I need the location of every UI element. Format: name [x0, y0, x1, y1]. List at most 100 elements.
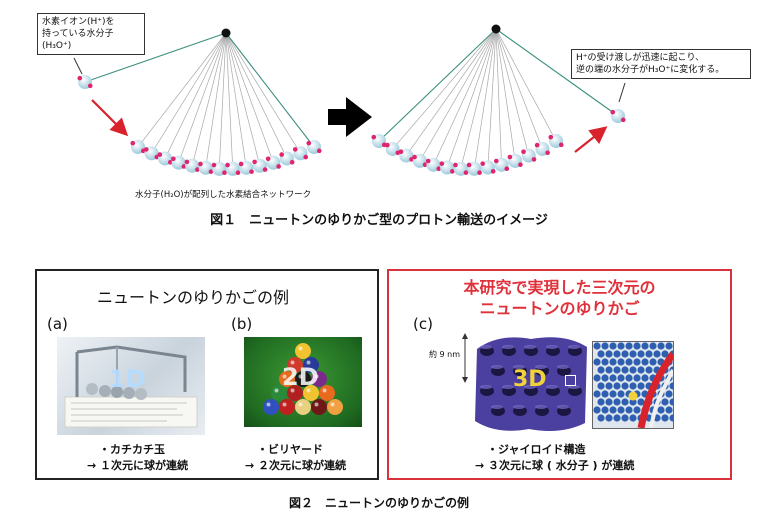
- cradle-string: [225, 32, 234, 169]
- cradle-string: [137, 32, 227, 148]
- water-sphere: [609, 390, 617, 398]
- water-sphere: [609, 406, 617, 414]
- water-sphere: [625, 342, 633, 350]
- gyroid-highlight: [513, 365, 525, 369]
- red-arrow-left: [91, 99, 129, 137]
- cradle-string-raised: [495, 28, 619, 117]
- panel-c-description: ・ジャイロイド構造 → ３次元に球 ( 水分子 ) が連続: [475, 442, 634, 474]
- cradle-string: [495, 28, 557, 142]
- callout-hydronium: 水素イオン(H⁺)を 持っている水分子 (H₃O⁺): [37, 13, 145, 55]
- water-sphere: [633, 406, 641, 414]
- water-sphere: [605, 414, 613, 422]
- cradle-string: [225, 32, 274, 163]
- water-sphere: [601, 390, 609, 398]
- zoom-inset-water-channel: [592, 341, 674, 429]
- panel-study-title-line2: ニュートンのゆりかご: [479, 299, 640, 318]
- water-sphere: [665, 406, 673, 414]
- water-sphere: [617, 374, 625, 382]
- water-molecule: [171, 155, 187, 170]
- water-sphere: [625, 406, 633, 414]
- water-sphere: [669, 398, 673, 406]
- water-sphere: [593, 406, 601, 414]
- water-molecule: [425, 157, 442, 172]
- water-sphere: [597, 398, 605, 406]
- cradle-string: [164, 32, 227, 159]
- water-molecules-illustration: [593, 342, 673, 428]
- water-molecule: [385, 141, 401, 156]
- panel-study-title-line1: 本研究で実現した三次元の: [463, 278, 656, 297]
- water-sphere: [633, 358, 641, 366]
- water-sphere: [669, 414, 673, 422]
- water-sphere: [621, 398, 629, 406]
- water-sphere: [621, 366, 629, 374]
- water-sphere: [641, 358, 649, 366]
- panel-a-line1: ・カチカチ玉: [99, 443, 165, 456]
- water-molecule: [143, 146, 160, 161]
- cradle-string: [151, 32, 227, 154]
- proton-path-ribbon: [637, 351, 673, 428]
- proton-sphere: [628, 391, 638, 401]
- cradle-string: [218, 32, 227, 169]
- water-molecule: [130, 140, 146, 154]
- water-sphere: [665, 342, 673, 350]
- water-sphere: [645, 366, 653, 374]
- water-sphere: [601, 374, 609, 382]
- cradle-string: [225, 32, 247, 168]
- water-molecule: [157, 151, 173, 166]
- cradle-string: [419, 28, 497, 162]
- water-molecule: [507, 153, 523, 168]
- water-sphere: [629, 414, 637, 422]
- billiard-balls-illustration: [263, 343, 343, 415]
- water-sphere: [613, 382, 621, 390]
- photo-billiards: 2D: [244, 337, 362, 427]
- callout-right-pointer: [618, 82, 626, 103]
- billiard-ball: [303, 357, 319, 373]
- water-molecule: [252, 158, 268, 173]
- gyroid-highlight: [568, 385, 580, 389]
- water-sphere: [649, 358, 657, 366]
- water-sphere: [617, 342, 625, 350]
- water-sphere: [601, 406, 609, 414]
- cradle-left-group: [77, 32, 322, 176]
- cradle-string: [446, 28, 497, 168]
- water-sphere: [621, 382, 629, 390]
- cradle-string: [225, 32, 261, 166]
- water-sphere: [641, 342, 649, 350]
- water-sphere: [597, 366, 605, 374]
- figure1-caption: 図１ ニュートンのゆりかご型のプロトン輸送のイメージ: [210, 213, 548, 228]
- panel-b-line1: ・ビリヤード: [257, 443, 323, 456]
- cradle-string: [225, 32, 288, 159]
- panel-b-line2: → ２次元に球が連続: [245, 459, 347, 472]
- gyroid-highlight: [502, 345, 514, 349]
- water-sphere: [605, 382, 613, 390]
- gyroid-highlight: [524, 385, 536, 389]
- water-sphere: [593, 390, 601, 398]
- network-label: 水分子(H₂O)が配列した水素結合ネットワーク: [135, 190, 312, 200]
- water-molecule: [265, 155, 281, 170]
- water-sphere: [593, 358, 601, 366]
- water-molecule: [211, 161, 227, 176]
- billiard-ball: [271, 385, 287, 401]
- water-molecule: [184, 158, 200, 173]
- callout-hydronium-line1: 水素イオン(H⁺)を: [42, 17, 115, 27]
- label-3d: 3D: [513, 367, 547, 392]
- water-molecule: [306, 140, 322, 154]
- water-sphere: [613, 366, 621, 374]
- figure2-caption: 図２ ニュートンのゆりかごの例: [288, 496, 469, 510]
- water-molecule: [279, 151, 295, 166]
- billiard-ball: [327, 399, 343, 415]
- gyroid-highlight: [480, 385, 492, 389]
- cradle-string: [495, 28, 502, 165]
- water-sphere: [657, 342, 665, 350]
- billiard-ball: [295, 371, 311, 387]
- gyroid-highlight: [524, 345, 536, 349]
- water-molecule: [548, 134, 564, 148]
- water-sphere: [605, 366, 613, 374]
- gyroid-highlight: [535, 365, 547, 369]
- water-sphere: [597, 414, 605, 422]
- water-sphere: [637, 382, 645, 390]
- gyroid-illustration: [469, 329, 593, 437]
- callout-hydronium-line2: 持っている水分子: [42, 29, 114, 39]
- panel-study-title: 本研究で実現した三次元の ニュートンのゆりかご: [389, 277, 730, 319]
- water-sphere: [661, 398, 669, 406]
